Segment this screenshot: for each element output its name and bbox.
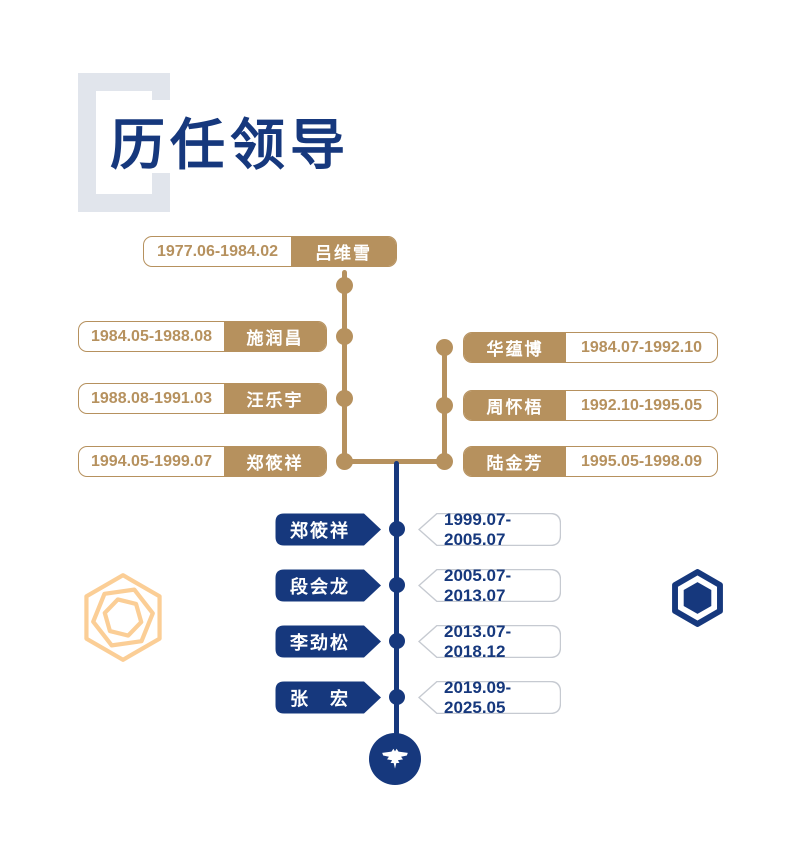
term-dates: 2005.07-2013.07 xyxy=(444,565,512,605)
timeline-node-dot xyxy=(336,453,353,470)
leader-name: 李劲松 xyxy=(290,632,350,653)
arrow-badge-shape xyxy=(275,625,381,658)
term-dates: 1977.06-1984.02 xyxy=(157,242,278,260)
timeline-node-dot xyxy=(389,521,405,537)
timeline-node-dot xyxy=(389,633,405,649)
leader-name: 郑筱祥 xyxy=(224,447,326,476)
leader-entry: 陆金芳 1995.05-1998.09 xyxy=(463,446,718,477)
leader-entry: 1994.05-1999.07 郑筱祥 xyxy=(78,446,327,477)
leader-entry: 1977.06-1984.02 吕维雪 xyxy=(143,236,397,267)
leader-name: 吕维雪 xyxy=(291,237,396,266)
timeline-node-dot xyxy=(436,397,453,414)
term-dates: 1995.05-1998.09 xyxy=(581,452,702,470)
term-dates: 1992.10-1995.05 xyxy=(581,396,702,414)
eagle-icon xyxy=(382,748,408,769)
arrow-badge-shape xyxy=(275,569,381,602)
term-dates: 2013.07-2018.12 xyxy=(444,621,512,661)
leader-entry: 1988.08-1991.03 汪乐宇 xyxy=(78,383,327,414)
timeline-node-dot xyxy=(389,577,405,593)
leader-entry: 段会龙 xyxy=(275,569,382,602)
flag-shape xyxy=(418,569,561,602)
bracket-bottom-bar xyxy=(78,194,170,212)
bracket-top-bar xyxy=(78,73,170,91)
flag-shape xyxy=(418,681,561,714)
timeline-line-blue-spine xyxy=(394,461,399,736)
arrow-badge-shape xyxy=(275,513,381,546)
term-dates-flag: 2005.07-2013.07 xyxy=(418,565,561,605)
term-dates: 1984.05-1988.08 xyxy=(91,327,212,345)
term-dates-flag: 1999.07-2005.07 xyxy=(418,509,561,549)
term-dates: 1999.07-2005.07 xyxy=(444,509,512,549)
term-dates-flag: 2013.07-2018.12 xyxy=(418,621,561,661)
term-dates-flag: 2019.09-2025.05 xyxy=(418,677,561,717)
timeline-node-dot xyxy=(436,453,453,470)
flag-shape xyxy=(418,513,561,546)
timeline-node-dot xyxy=(336,390,353,407)
leader-entry: 张 宏 xyxy=(275,681,382,714)
leader-entry: 1984.05-1988.08 施润昌 xyxy=(78,321,327,352)
leader-entry: 郑筱祥 xyxy=(275,513,382,546)
term-dates: 2019.09-2025.05 xyxy=(444,677,512,717)
bracket-right-stub-top xyxy=(152,73,170,100)
bracket-right-stub-bottom xyxy=(152,173,170,212)
timeline-node-dot xyxy=(436,339,453,356)
timeline-node-dot xyxy=(336,277,353,294)
leader-entry: 李劲松 xyxy=(275,625,382,658)
logo-badge xyxy=(369,733,421,785)
leader-name: 汪乐宇 xyxy=(224,384,326,413)
term-dates: 1984.07-1992.10 xyxy=(581,338,702,356)
leader-name: 施润昌 xyxy=(224,322,326,351)
leader-name: 华蕴博 xyxy=(464,333,566,362)
timeline-node-dot xyxy=(336,328,353,345)
leader-name: 郑筱祥 xyxy=(290,520,350,541)
timeline-line-gold-left xyxy=(342,270,347,462)
page-title: 历任领导 xyxy=(110,114,351,176)
flag-shape xyxy=(418,625,561,658)
leader-name: 陆金芳 xyxy=(464,447,566,476)
hexagon-spiral-icon xyxy=(84,573,162,662)
term-dates: 1994.05-1999.07 xyxy=(91,452,212,470)
leader-name: 张 宏 xyxy=(290,688,350,709)
arrow-badge-shape xyxy=(275,681,381,714)
hexagon-icon xyxy=(672,569,723,627)
bracket-left-bar xyxy=(78,73,96,212)
leader-name: 周怀梧 xyxy=(464,391,566,420)
leader-entry: 华蕴博 1984.07-1992.10 xyxy=(463,332,718,363)
leader-entry: 周怀梧 1992.10-1995.05 xyxy=(463,390,718,421)
leader-name: 段会龙 xyxy=(290,576,350,597)
timeline-node-dot xyxy=(389,689,405,705)
term-dates: 1988.08-1991.03 xyxy=(91,389,212,407)
